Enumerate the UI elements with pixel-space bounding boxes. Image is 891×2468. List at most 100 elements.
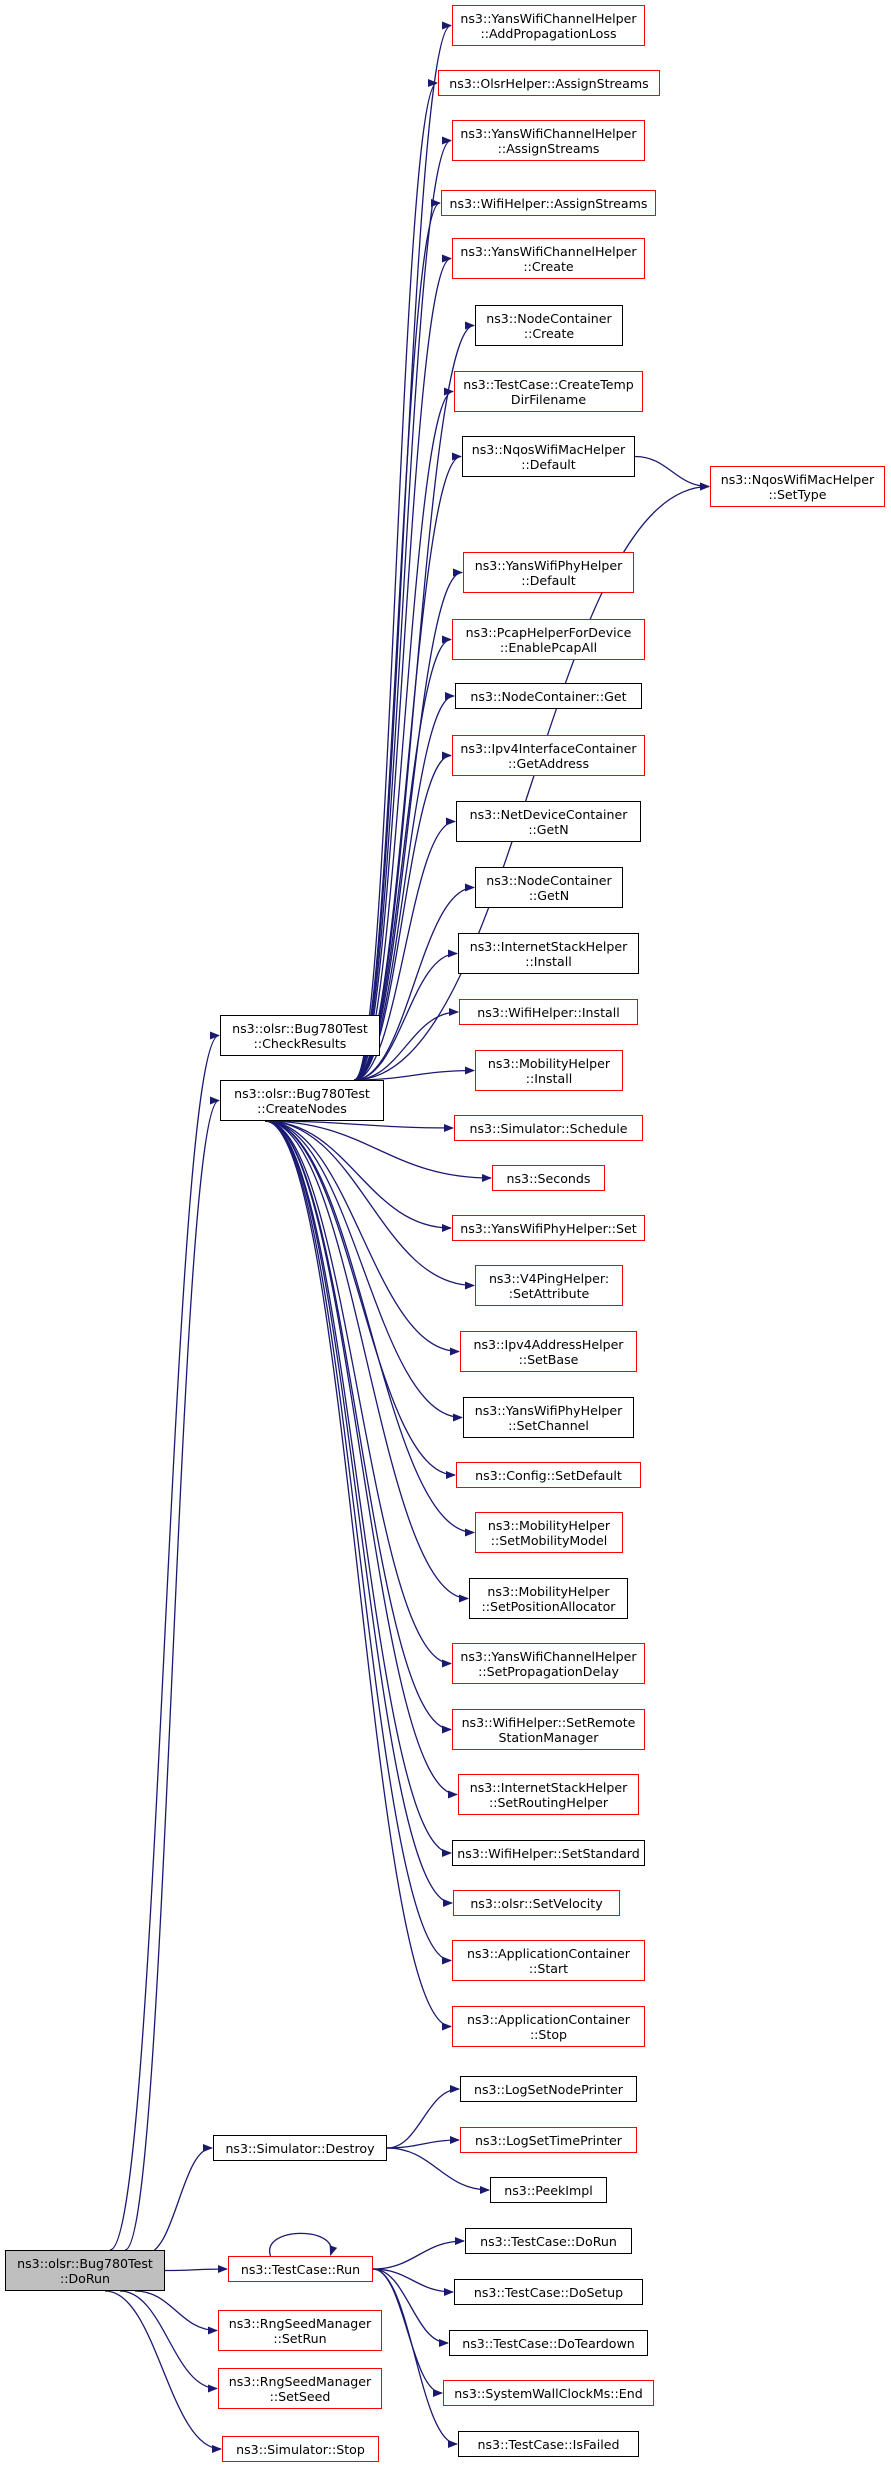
node-internet-stack-install: ns3::InternetStackHelper::Install bbox=[458, 933, 639, 974]
node-simulator-stop[interactable]: ns3::Simulator::Stop bbox=[222, 2436, 379, 2462]
node-nqos-set-type[interactable]: ns3::NqosWifiMacHelper::SetType bbox=[710, 466, 885, 507]
node-set-standard: ns3::WifiHelper::SetStandard bbox=[452, 1840, 645, 1866]
node-label-line: ::Stop bbox=[529, 2026, 568, 2042]
node-label-line: ns3::TestCase::CreateTemp bbox=[463, 376, 634, 392]
node-label-line: ::Install bbox=[525, 953, 572, 969]
node-label-line: ns3::WifiHelper::SetStandard bbox=[457, 1845, 640, 1861]
edge-create-nodes-to-mobility-install bbox=[353, 1066, 475, 1081]
edge-create-nodes-to-wifi-install bbox=[353, 1008, 459, 1081]
node-node-container-get: ns3::NodeContainer::Get bbox=[455, 683, 642, 709]
edge-create-nodes-to-get-address bbox=[353, 751, 452, 1081]
edge-create-nodes-to-set-propagation-delay bbox=[264, 1120, 452, 1668]
node-label-line: ns3::ApplicationContainer bbox=[467, 2011, 630, 2027]
node-label-line: ns3::MobilityHelper bbox=[487, 1583, 610, 1599]
node-testcase-run[interactable]: ns3::TestCase::Run bbox=[228, 2256, 373, 2282]
node-ipv4-set-base[interactable]: ns3::Ipv4AddressHelper::SetBase bbox=[460, 1331, 637, 1372]
node-rng-set-run[interactable]: ns3::RngSeedManager::SetRun bbox=[218, 2310, 382, 2351]
node-yans-phy-default[interactable]: ns3::YansWifiPhyHelper::Default bbox=[463, 552, 634, 593]
node-label-line: ::Create bbox=[523, 258, 574, 274]
edge-do-run-to-rng-set-run bbox=[134, 2290, 218, 2335]
node-label-line: ns3::InternetStackHelper bbox=[469, 938, 628, 954]
node-log-set-time-printer[interactable]: ns3::LogSetTimePrinter bbox=[460, 2127, 637, 2153]
node-testcase-do-setup: ns3::TestCase::DoSetup bbox=[454, 2279, 643, 2305]
node-label-line: ::SetRun bbox=[273, 2330, 327, 2346]
node-label-line: ::CheckResults bbox=[253, 1035, 347, 1051]
node-set-routing-helper[interactable]: ns3::InternetStackHelper::SetRoutingHelp… bbox=[458, 1774, 639, 1815]
node-label-line: ::GetAddress bbox=[507, 755, 590, 771]
node-label-line: ns3::OlsrHelper::AssignStreams bbox=[449, 75, 649, 91]
node-yans-channel-create[interactable]: ns3::YansWifiChannelHelper::Create bbox=[452, 238, 645, 279]
edge-do-run-to-simulator-destroy bbox=[144, 2144, 213, 2255]
node-label-line: ns3::NetDeviceContainer bbox=[469, 806, 628, 822]
node-label-line: ns3::InternetStackHelper bbox=[469, 1779, 628, 1795]
node-app-start[interactable]: ns3::ApplicationContainer::Start bbox=[452, 1940, 645, 1981]
node-label-line: ns3::YansWifiChannelHelper bbox=[460, 10, 637, 26]
node-yans-phy-set-channel: ns3::YansWifiPhyHelper::SetChannel bbox=[463, 1397, 634, 1438]
edge-do-run-to-check-results bbox=[109, 1031, 220, 2251]
node-wifi-assign-streams[interactable]: ns3::WifiHelper::AssignStreams bbox=[441, 190, 656, 216]
node-label-line: ns3::YansWifiChannelHelper bbox=[460, 125, 637, 141]
node-peek-impl: ns3::PeekImpl bbox=[490, 2177, 607, 2203]
node-label-line: ::Default bbox=[521, 572, 576, 588]
node-set-velocity[interactable]: ns3::olsr::SetVelocity bbox=[453, 1890, 620, 1916]
node-wifi-install[interactable]: ns3::WifiHelper::Install bbox=[459, 999, 638, 1025]
node-label-line: ns3::YansWifiPhyHelper bbox=[474, 557, 623, 573]
node-label-line: ns3::Seconds bbox=[506, 1170, 591, 1186]
node-set-propagation-delay[interactable]: ns3::YansWifiChannelHelper::SetPropagati… bbox=[452, 1643, 645, 1684]
node-rng-set-seed[interactable]: ns3::RngSeedManager::SetSeed bbox=[218, 2368, 382, 2409]
node-get-address[interactable]: ns3::Ipv4InterfaceContainer::GetAddress bbox=[452, 735, 645, 776]
edge-do-run-to-simulator-stop bbox=[104, 2290, 222, 2453]
node-yans-channel-assign-streams[interactable]: ns3::YansWifiChannelHelper::AssignStream… bbox=[452, 120, 645, 161]
node-label-line: ns3::WifiHelper::SetRemote bbox=[461, 1714, 636, 1730]
node-label-line: ns3::TestCase::DoSetup bbox=[473, 2284, 624, 2300]
node-yans-phy-set[interactable]: ns3::YansWifiPhyHelper::Set bbox=[452, 1215, 645, 1241]
node-v4ping-set-attribute[interactable]: ns3::V4PingHelper::SetAttribute bbox=[475, 1265, 623, 1306]
node-label-line: ns3::ApplicationContainer bbox=[467, 1945, 630, 1961]
node-label-line: ns3::olsr::SetVelocity bbox=[470, 1895, 603, 1911]
node-testcase-do-teardown: ns3::TestCase::DoTeardown bbox=[449, 2330, 648, 2356]
node-enable-pcap-all[interactable]: ns3::PcapHelperForDevice::EnablePcapAll bbox=[452, 619, 645, 660]
node-testcase-do-run: ns3::TestCase::DoRun bbox=[465, 2228, 632, 2254]
node-label-line: ns3::NodeContainer bbox=[486, 310, 612, 326]
node-label-line: ns3::Simulator::Destroy bbox=[225, 2140, 375, 2156]
edge-nqos-default-to-nqos-set-type bbox=[634, 455, 710, 491]
edge-testcase-run-to-testcase-do-run bbox=[372, 2237, 465, 2270]
node-label-line: ns3::Simulator::Stop bbox=[236, 2441, 365, 2457]
node-add-propagation-loss[interactable]: ns3::YansWifiChannelHelper::AddPropagati… bbox=[452, 5, 645, 46]
node-nqos-default: ns3::NqosWifiMacHelper::Default bbox=[462, 436, 635, 477]
node-label-line: ::GetN bbox=[528, 887, 570, 903]
node-label-line: ns3::TestCase::DoRun bbox=[480, 2233, 617, 2249]
node-label-line: ns3::YansWifiChannelHelper bbox=[460, 243, 637, 259]
node-check-results: ns3::olsr::Bug780Test::CheckResults bbox=[220, 1015, 380, 1056]
node-seconds[interactable]: ns3::Seconds bbox=[492, 1165, 605, 1191]
node-simulator-schedule[interactable]: ns3::Simulator::Schedule bbox=[454, 1115, 643, 1141]
node-label-line: ns3::Ipv4InterfaceContainer bbox=[460, 740, 637, 756]
node-set-mobility-model[interactable]: ns3::MobilityHelper::SetMobilityModel bbox=[475, 1512, 623, 1553]
node-mobility-install[interactable]: ns3::MobilityHelper::Install bbox=[475, 1050, 623, 1091]
edge-create-nodes-to-node-container-get bbox=[353, 692, 455, 1081]
node-label-line: ::EnablePcapAll bbox=[499, 639, 598, 655]
edge-create-nodes-to-set-remote-station-manager bbox=[264, 1120, 452, 1734]
node-testcase-is-failed: ns3::TestCase::IsFailed bbox=[458, 2431, 639, 2457]
node-label-line: ::Default bbox=[521, 456, 576, 472]
node-olsr-assign-streams[interactable]: ns3::OlsrHelper::AssignStreams bbox=[438, 70, 660, 96]
node-label-line: StationManager bbox=[498, 1729, 599, 1745]
node-label-line: ns3::TestCase::IsFailed bbox=[477, 2436, 620, 2452]
node-wallclock-end[interactable]: ns3::SystemWallClockMs::End bbox=[443, 2380, 654, 2406]
node-label-line: ns3::WifiHelper::Install bbox=[477, 1004, 620, 1020]
edge-create-nodes-to-app-start bbox=[264, 1120, 452, 1965]
edge-create-nodes-to-yans-phy-set-channel bbox=[264, 1120, 463, 1422]
edge-create-nodes-to-nqos-set-type bbox=[353, 482, 710, 1081]
node-label-line: ::SetPropagationDelay bbox=[478, 1663, 619, 1679]
node-app-stop[interactable]: ns3::ApplicationContainer::Stop bbox=[452, 2006, 645, 2047]
node-config-set-default[interactable]: ns3::Config::SetDefault bbox=[456, 1462, 641, 1488]
edge-create-nodes-to-create-temp-dir bbox=[353, 387, 454, 1081]
edge-create-nodes-to-internet-stack-install bbox=[353, 949, 458, 1081]
edge-create-nodes-to-seconds bbox=[264, 1120, 492, 1182]
node-node-container-create: ns3::NodeContainer::Create bbox=[475, 305, 623, 346]
node-do-run: ns3::olsr::Bug780Test::DoRun bbox=[5, 2250, 165, 2291]
edge-simulator-destroy-to-peek-impl bbox=[386, 2147, 490, 2194]
edge-create-nodes-to-node-container-get-n bbox=[353, 883, 475, 1081]
